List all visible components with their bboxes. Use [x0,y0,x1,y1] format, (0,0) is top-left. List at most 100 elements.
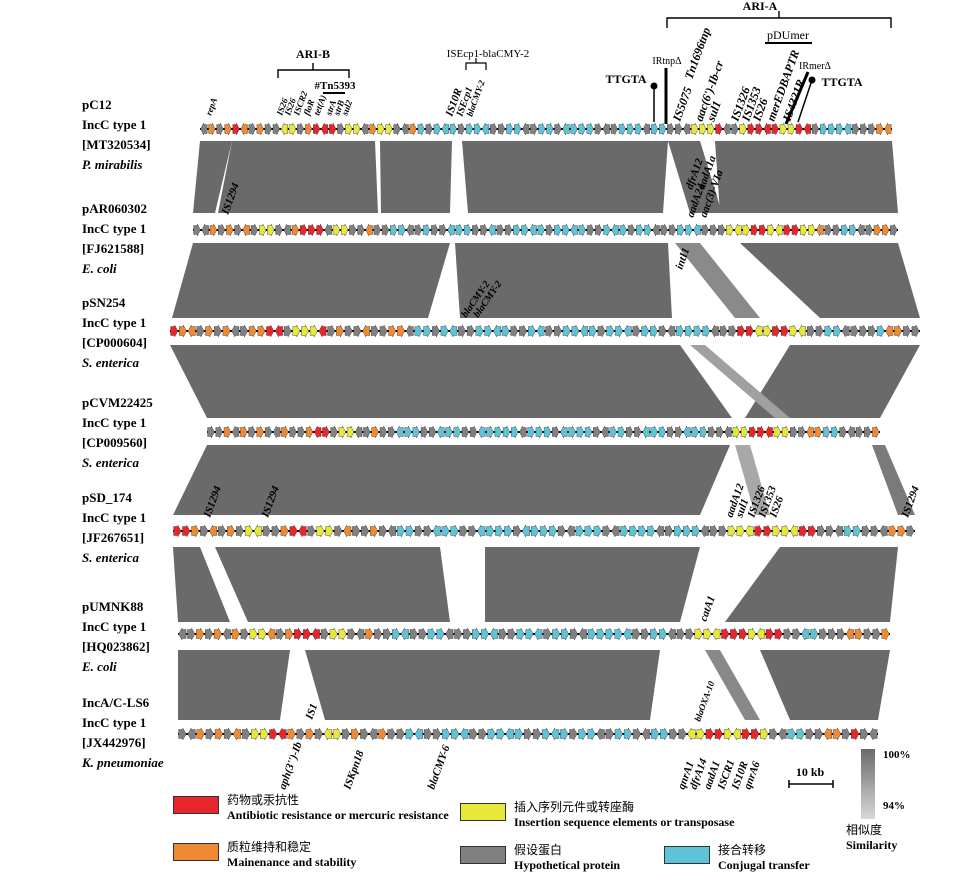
gene-arrow [603,223,611,237]
gene-arrow [323,727,332,741]
gene-arrow [357,223,365,237]
gene-arrow [178,727,187,741]
gene-arrow [371,324,379,338]
similarity-key: 100% 94% [861,749,911,819]
gene-arrow [801,627,810,641]
gene-arrow [824,324,833,338]
gene-arrow [510,324,519,338]
gene-arrow [251,727,260,741]
gene-arrow [537,223,545,237]
gene-arrow [634,425,642,439]
gene-arrow [387,524,396,538]
gene-arrow [370,524,379,538]
gene-arrow [275,324,283,338]
gene-arrow [712,627,721,641]
gene-arrow [596,627,605,641]
gene-arrow [441,122,449,136]
gene-arrow [832,223,841,237]
gene-arrow [505,727,514,741]
link-2-3-cross [690,345,790,418]
gene-arrow [240,627,249,641]
gene-arrow [676,324,684,338]
gene-arrow [258,627,267,641]
gene-arrow [876,324,885,338]
gene-arrow [445,425,453,439]
gene-arrow [799,524,808,538]
gene-arrow [362,324,370,338]
gene-arrow [562,324,571,338]
gene-arrow [267,627,276,641]
gene-arrow [215,425,223,439]
gene-arrow [596,727,605,741]
link-3-4-cross [735,445,770,515]
legend-swatch-conjugal [664,846,710,864]
gene-arrow [888,524,897,538]
gene-label: aph(3'')-Ib [277,740,305,791]
gene-arrow [847,425,855,439]
gene-arrow [623,627,632,641]
gene-arrow [861,524,870,538]
gene-arrow [241,727,251,741]
gene-arrow [373,223,381,237]
gene-arrow [487,727,496,741]
gene-arrow [709,223,718,237]
gene-arrow [723,122,731,136]
link-4-5-right [725,547,898,622]
gene-arrow [911,324,920,338]
gene-arrow [472,223,480,237]
isecp1-label: ISEcp1-blaCMY-2 [447,48,530,60]
gene-arrow [531,524,539,538]
gene-arrow [605,627,614,641]
gene-arrow [332,223,341,237]
gene-arrow [554,223,562,237]
gene-arrows [170,324,920,338]
gene-arrow [516,627,525,641]
gene-arrow [705,727,714,741]
gene-arrow [855,425,864,439]
gene-arrow [475,324,484,338]
gene-arrow [660,223,668,237]
gene-arrow [805,727,814,741]
gene-arrow [810,627,819,641]
link-4-5-mid2 [485,547,700,622]
gene-arrow [763,524,772,538]
ttgta-right-label: TTGTA [821,75,862,89]
link-0-1-mid2 [380,141,452,213]
gene-arrow [732,727,741,741]
gene-arrow [865,223,873,237]
gene-arrow [374,627,383,641]
gene-arrow [264,122,272,136]
gene-arrow [324,223,332,237]
gene-arrow [644,223,652,237]
gene-arrow [200,122,208,136]
gene-arrow [693,223,701,237]
gene-arrow [423,524,432,538]
gene-arrow [392,627,400,641]
legend-swatch-resistance [173,796,219,814]
gene-arrow [811,122,820,136]
gene-arrow [523,727,532,741]
gene-arrow [296,727,305,741]
gene-arrow [674,524,683,538]
gene-arrow [511,425,519,439]
gene-arrow [469,727,478,741]
gene-arrow [683,122,691,136]
gene-arrow [450,524,459,538]
gene-arrow [882,223,890,237]
gene-arrows [178,727,878,741]
gene-arrow [660,727,669,741]
gene-arrow [576,425,584,439]
gene-arrow [275,223,283,237]
gene-arrow [347,627,356,641]
gene-arrow [611,223,619,237]
link-0-1-left [193,141,232,213]
gene-arrow [545,223,554,237]
gene-arrow [685,223,693,237]
gene-arrow [355,425,363,439]
gene-arrow [478,727,487,741]
gene-arrow [498,627,507,641]
gene-arrow [191,524,200,538]
gene-arrow [831,425,839,439]
gene-arrow [303,627,311,641]
